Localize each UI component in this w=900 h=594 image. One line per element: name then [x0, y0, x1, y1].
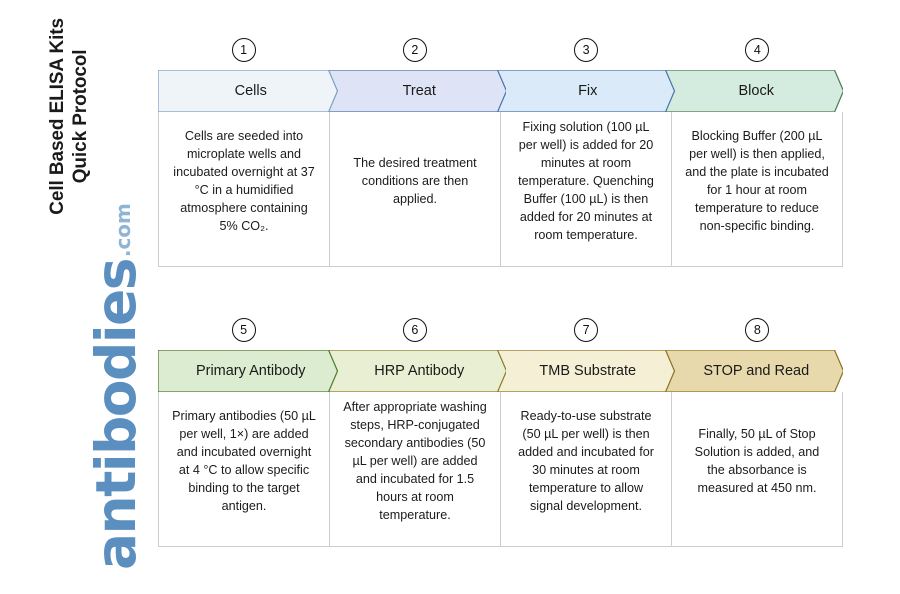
step-description-text: The desired treatment conditions are the… — [353, 156, 477, 206]
watermark-brand: antibodies — [84, 259, 149, 570]
step-chevron[interactable]: Fix — [495, 70, 675, 112]
step-number-badge: 3 — [574, 38, 599, 62]
watermark-tld: .com — [111, 203, 135, 258]
step-chevron[interactable]: Block — [663, 70, 843, 112]
step-chevron[interactable]: Cells — [158, 70, 338, 112]
step-number-badge: 8 — [745, 318, 770, 342]
step-description-text: Ready-to-use substrate (50 µL per well) … — [518, 409, 654, 513]
step-label: Block — [738, 83, 774, 99]
chevron-bar-row-1: Cells Treat Fix Block — [158, 70, 843, 112]
step-description-cell: Finally, 50 µL of Stop Solution is added… — [672, 392, 842, 546]
step-description-text: Fixing solution (100 µL per well) is add… — [518, 120, 654, 242]
step-description-cell: Fixing solution (100 µL per well) is add… — [501, 112, 672, 266]
step-label: Primary Antibody — [195, 363, 306, 379]
step-number-badge: 7 — [574, 318, 599, 342]
step-chevron[interactable]: TMB Substrate — [495, 350, 675, 392]
step-description-text: Finally, 50 µL of Stop Solution is added… — [694, 427, 820, 495]
step-chevron[interactable]: STOP and Read — [663, 350, 843, 392]
step-description-cell: Blocking Buffer (200 µL per well) is the… — [672, 112, 842, 266]
watermark-logo: antibodies .com — [22, 203, 148, 570]
step-description-cell: Ready-to-use substrate (50 µL per well) … — [501, 392, 672, 546]
page-title: Cell Based ELISA Kits Quick Protocol — [46, 18, 91, 215]
step-number-badge: 5 — [231, 318, 256, 342]
step-description-text: After appropriate washing steps, HRP-con… — [343, 400, 487, 522]
step-badges-row-1: 1 2 3 4 — [158, 38, 843, 64]
step-chevron[interactable]: Primary Antibody — [158, 350, 338, 392]
step-label: Fix — [578, 83, 598, 99]
step-description-text: Blocking Buffer (200 µL per well) is the… — [685, 129, 829, 233]
chevron-shape — [158, 70, 338, 112]
step-description-cell: Primary antibodies (50 µL per well, 1×) … — [159, 392, 330, 546]
description-row-1: Cells are seeded into microplate wells a… — [158, 112, 843, 267]
step-label: STOP and Read — [703, 363, 810, 379]
description-row-2: Primary antibodies (50 µL per well, 1×) … — [158, 392, 843, 547]
step-description-cell: After appropriate washing steps, HRP-con… — [330, 392, 501, 546]
step-description-cell: Cells are seeded into microplate wells a… — [159, 112, 330, 266]
protocol-row-1: 1 2 3 4 Cells Treat Fix Block Cells are seeded… — [158, 38, 843, 267]
step-chevron[interactable]: Treat — [326, 70, 506, 112]
step-description-text: Primary antibodies (50 µL per well, 1×) … — [172, 409, 316, 513]
step-number-badge: 6 — [402, 318, 427, 342]
step-label: HRP Antibody — [374, 363, 465, 379]
chevron-bar-row-2: Primary Antibody HRP Antibody TMB Substrat… — [158, 350, 843, 392]
step-number-badge: 4 — [745, 38, 770, 62]
step-description-cell: The desired treatment conditions are the… — [330, 112, 501, 266]
step-number-badge: 1 — [231, 38, 256, 62]
chevron-shape — [158, 350, 338, 392]
step-chevron[interactable]: HRP Antibody — [326, 350, 506, 392]
protocol-row-2: 5 6 7 8 Primary Antibody HRP Antibody TMB Sub… — [158, 318, 843, 547]
step-description-text: Cells are seeded into microplate wells a… — [173, 129, 315, 233]
step-number-badge: 2 — [402, 38, 427, 62]
step-label: TMB Substrate — [539, 363, 637, 379]
step-label: Treat — [402, 83, 436, 99]
step-label: Cells — [234, 83, 267, 99]
step-badges-row-2: 5 6 7 8 — [158, 318, 843, 344]
